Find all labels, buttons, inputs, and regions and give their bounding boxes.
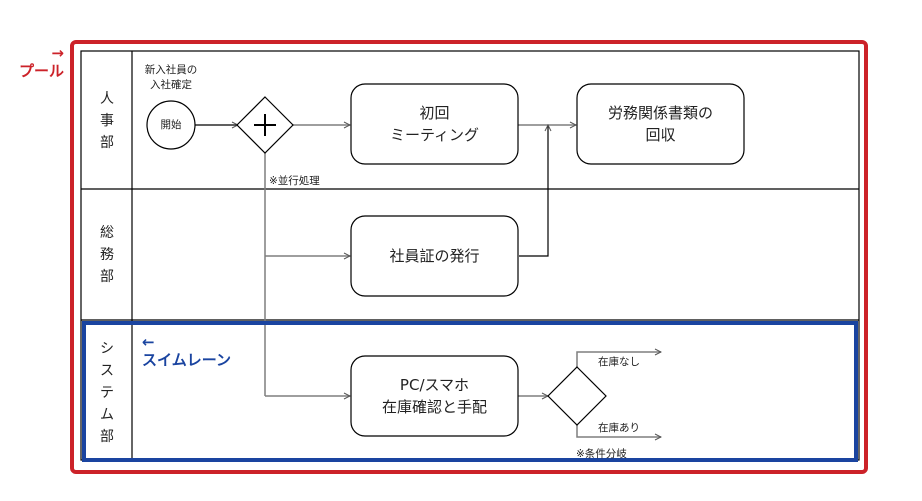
branch-label-in-stock: 在庫あり xyxy=(598,422,640,434)
task-pc-phone-label: PC/スマホ在庫確認と手配 xyxy=(381,376,487,416)
flow-decision-in-stock xyxy=(576,425,661,437)
branch-label-no-stock: 在庫なし xyxy=(598,356,640,368)
task-first-meeting-label: 初回ミーティング xyxy=(389,104,480,144)
swimlane-annotation: ← スイムレーン xyxy=(142,333,231,369)
start-event-circle[interactable] xyxy=(146,100,196,150)
task-collect-documents[interactable] xyxy=(576,83,745,165)
exclusive-gateway[interactable] xyxy=(547,366,607,426)
pool-arrow-icon: → xyxy=(51,44,64,62)
swimlane-arrow-icon: ← xyxy=(142,333,155,351)
parallel-gateway-note: ※並行処理 xyxy=(269,175,320,187)
pool-highlight xyxy=(70,40,868,474)
flow-decision-no-stock xyxy=(576,352,661,367)
swimlane-label: スイムレーン xyxy=(142,351,231,369)
lane-title-hr: 人 事 部 xyxy=(100,91,114,151)
flow-idcard-to-documents xyxy=(519,125,548,257)
start-event-label: 開始 xyxy=(160,119,182,131)
lane-title-system: シ ス テ ム 部 xyxy=(100,341,114,445)
exclusive-gateway-note: ※条件分岐 xyxy=(576,448,627,460)
task-first-meeting[interactable] xyxy=(350,83,519,165)
task-issue-id-card[interactable] xyxy=(350,215,519,297)
lane-title-general: 総 務 部 xyxy=(100,225,114,285)
pool-annotation: → プール xyxy=(19,44,64,80)
pool-label: プール xyxy=(18,62,64,80)
task-issue-id-card-label: 社員証の発行 xyxy=(389,247,480,265)
task-collect-documents-label: 労務関係書類の回収 xyxy=(607,104,713,144)
swimlane-highlight xyxy=(82,321,858,462)
start-event-caption: 新入社員の 入社確定 xyxy=(144,64,198,91)
task-pc-phone[interactable] xyxy=(350,355,519,437)
